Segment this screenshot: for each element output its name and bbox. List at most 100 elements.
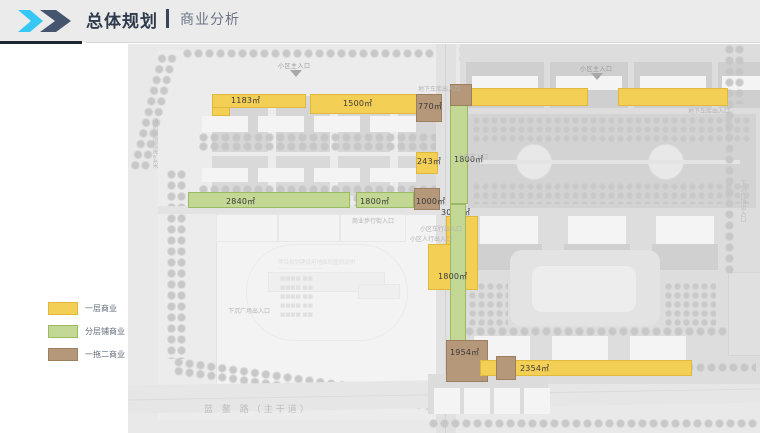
area-unit: ㎡ <box>462 208 471 217</box>
tree-belt <box>166 169 177 359</box>
tree-row <box>182 48 442 59</box>
area-unit: ㎡ <box>475 155 484 164</box>
map-annotation: 小区次入口 <box>458 154 489 161</box>
commercial-block-1800-mid[interactable] <box>356 192 414 208</box>
page-subtitle: 商业分析 <box>180 12 240 28</box>
commercial-block-2354-link[interactable] <box>496 356 516 380</box>
area-value: 1954 <box>450 348 472 357</box>
area-unit: ㎡ <box>459 272 468 281</box>
building-footprint <box>314 116 360 132</box>
tree-row <box>428 418 758 429</box>
commercial-block-1800-upper[interactable] <box>450 94 468 204</box>
area-value: 1500 <box>343 99 365 108</box>
commercial-block-right-top-b[interactable] <box>618 88 728 106</box>
building-footprint <box>494 388 520 414</box>
parcel-strip <box>216 214 278 242</box>
legend-item-brown: 一拖二商业 <box>48 346 126 362</box>
site-plan-drawing <box>246 244 408 341</box>
page-title: 总体规划 <box>86 12 158 32</box>
area-label-1800-upper: 1800㎡ <box>454 154 483 165</box>
down-triangle-marker-right <box>591 73 603 80</box>
tree-belt <box>734 44 745 104</box>
area-label-1500: 1500㎡ <box>343 98 372 109</box>
map-annotation: 下沉广场出入口 <box>228 308 271 315</box>
building-footprint <box>568 216 626 244</box>
area-unit: ㎡ <box>437 197 446 206</box>
tree-belt <box>176 169 187 359</box>
area-label-1954: 1954㎡ <box>450 347 479 358</box>
parcel-strip <box>340 214 406 242</box>
entrance-label-left: 小区主入口 <box>278 63 311 70</box>
commercial-block-2354[interactable] <box>480 360 692 376</box>
building-footprint <box>202 116 248 132</box>
tree-row <box>198 132 442 143</box>
building-footprint <box>258 116 304 132</box>
building-footprint <box>434 388 460 414</box>
parcel-outline-right <box>728 272 760 356</box>
map-annotation: 小区车行出入口 <box>420 226 463 233</box>
legend-item-green: 分层铺商业 <box>48 323 126 339</box>
commercial-block-right-corner[interactable] <box>450 84 472 106</box>
area-unit: ㎡ <box>381 197 390 206</box>
tree-cluster <box>472 182 752 204</box>
parcel-strip <box>278 214 340 242</box>
building-mass <box>652 244 718 270</box>
building-footprint <box>556 76 622 90</box>
site-plan-note-line: ■■■■ ■■ <box>280 312 313 318</box>
legend-item-label: 分层铺商业 <box>85 326 125 336</box>
plaza-inner <box>532 266 636 312</box>
site-plan-note: 项目规划建设用地面积图例说明 <box>278 260 356 266</box>
map-annotation: 地下车库出入口 <box>688 108 731 115</box>
area-value: 770 <box>418 102 434 111</box>
tree-row <box>198 184 442 195</box>
tree-belt <box>724 44 735 274</box>
site-plan-building <box>268 272 385 292</box>
site-plan-map[interactable]: 项目规划建设用地面积图例说明 ———————— ■■■■ ■■ ■■■■ ■■ … <box>128 44 760 433</box>
area-value: 1800 <box>438 272 460 281</box>
area-unit: ㎡ <box>541 364 550 373</box>
map-vertical-annotation: 下沉广场出入口 <box>739 180 746 222</box>
tree-cluster <box>472 116 752 142</box>
down-triangle-marker-left <box>290 70 302 77</box>
building-footprint <box>472 76 538 90</box>
area-label-243: 243㎡ <box>417 156 441 167</box>
map-annotation: 商业步行街入口 <box>352 218 395 225</box>
area-value: 1800 <box>454 155 476 164</box>
building-footprint <box>464 388 490 414</box>
area-unit: ㎡ <box>471 348 480 357</box>
area-label-1800-mid: 1800㎡ <box>360 196 389 207</box>
commercial-block-1000[interactable] <box>414 188 440 210</box>
building-footprint <box>202 168 248 182</box>
area-value: 1000 <box>416 197 438 206</box>
area-unit: ㎡ <box>364 99 373 108</box>
legend-panel: 一层商业 分层铺商业 一拖二商业 <box>48 300 126 369</box>
commercial-block-right-top-a[interactable] <box>468 88 588 106</box>
building-footprint <box>370 116 416 132</box>
area-label-1183: 1183㎡ <box>231 95 260 106</box>
building-footprint <box>370 168 416 182</box>
map-vertical-annotation: 消防通道宽度≥4米 <box>151 118 158 169</box>
commercial-block-770[interactable] <box>416 94 442 122</box>
commercial-block-2840[interactable] <box>188 192 350 208</box>
page-header: 总体规划 商业分析 <box>0 0 760 44</box>
tree-row <box>198 141 442 152</box>
area-label-770: 770㎡ <box>418 101 442 112</box>
area-value: 1183 <box>231 96 253 105</box>
legend-item-label: 一层商业 <box>85 303 117 313</box>
building-footprint <box>640 76 706 90</box>
legend-item-yellow: 一层商业 <box>48 300 126 316</box>
site-plan-building <box>358 284 400 299</box>
commercial-block-1183[interactable] <box>212 94 306 108</box>
header-accent-rule <box>0 41 82 44</box>
area-label-2840: 2840㎡ <box>226 196 255 207</box>
road-label-bottom: 蓝 鳌 路（主干道） <box>204 405 312 415</box>
commercial-block-243[interactable] <box>416 152 438 174</box>
area-unit: ㎡ <box>432 157 442 166</box>
tree-row <box>464 326 756 337</box>
building-footprint <box>314 168 360 182</box>
area-unit: ㎡ <box>433 102 443 111</box>
entrance-label-right: 小区主入口 <box>580 66 613 73</box>
site-plan-note-line: ■■■■ ■■ <box>280 294 313 300</box>
road-center-line <box>445 44 446 433</box>
